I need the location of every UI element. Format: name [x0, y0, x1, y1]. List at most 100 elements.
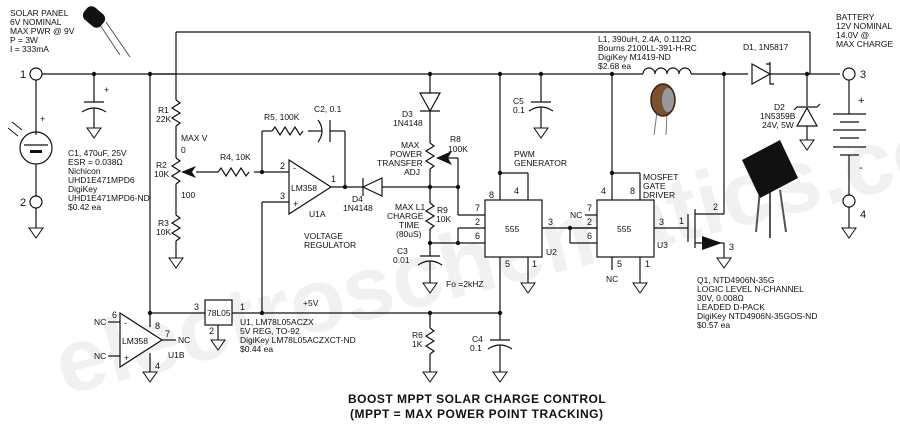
svg-text:REGULATOR: REGULATOR [304, 240, 356, 250]
u1b-part: LM358 [122, 336, 148, 346]
svg-text:ADJ: ADJ [404, 167, 420, 177]
svg-text:$2.68 ea: $2.68 ea [598, 61, 631, 71]
svg-text:1: 1 [331, 174, 336, 184]
svg-text:14.0V @: 14.0V @ [836, 30, 869, 40]
r8-wiper-arrow-icon [436, 151, 452, 165]
c2-plate [317, 119, 323, 143]
svg-text:C1, 470uF, 25V: C1, 470uF, 25V [68, 148, 127, 158]
svg-text:3: 3 [548, 217, 553, 227]
battery-label: BATTERY 12V NOMINAL 14.0V @ MAX CHARGE [836, 12, 893, 49]
terminal-1[interactable] [29, 67, 43, 81]
capacitor-photo-icon [82, 6, 131, 58]
solar-panel-label: SOLAR PANEL 6V NOMINAL MAX PWR @ 9V P = … [10, 8, 75, 54]
svg-text:10K: 10K [436, 214, 451, 224]
u3-555-timer [596, 199, 655, 258]
d1-schottky-diode [751, 62, 772, 86]
q1-mosfet [687, 74, 732, 269]
svg-text:TRANSFER: TRANSFER [377, 158, 423, 168]
svg-text:0.1: 0.1 [513, 105, 525, 115]
terminal-3[interactable] [842, 67, 856, 81]
svg-text:0.1: 0.1 [470, 343, 482, 353]
solar-cell-icon: + [7, 114, 53, 165]
c1-plus-sign: + [104, 85, 109, 95]
svg-text:C4: C4 [472, 334, 483, 344]
svg-text:5V REG, TO-92: 5V REG, TO-92 [240, 326, 300, 336]
toroid-photo-icon [650, 83, 676, 136]
svg-text:CHARGE: CHARGE [387, 211, 424, 221]
terminal-2[interactable] [29, 195, 43, 209]
svg-text:C3: C3 [397, 246, 408, 256]
ground-icon [142, 371, 158, 383]
ground-icon [716, 257, 732, 269]
r8-potentiometer[interactable] [424, 142, 436, 170]
terminal-4[interactable] [842, 194, 856, 208]
rail-5v-label: +5V [303, 298, 319, 308]
svg-text:10K: 10K [154, 169, 169, 179]
svg-text:3: 3 [280, 191, 285, 201]
svg-text:D2: D2 [774, 102, 785, 112]
svg-text:1K: 1K [412, 339, 423, 349]
battery-icon [833, 113, 866, 156]
svg-text:R6: R6 [412, 330, 423, 340]
svg-text:7: 7 [165, 329, 170, 339]
svg-text:30V, 0.008Ω: 30V, 0.008Ω [697, 293, 744, 303]
solar-panel-line: 6V NOMINAL [10, 17, 62, 27]
svg-text:MOSFET: MOSFET [643, 172, 678, 182]
svg-text:7: 7 [475, 203, 480, 213]
ground-icon [86, 127, 102, 139]
svg-text:8: 8 [489, 190, 494, 200]
svg-text:L1, 390uH, 2.4A, 0.112Ω: L1, 390uH, 2.4A, 0.112Ω [598, 34, 691, 44]
u3-ref: U3 [657, 240, 668, 250]
svg-text:Q1, NTD4906N-35G: Q1, NTD4906N-35G [697, 275, 774, 285]
svg-text:PWM: PWM [514, 149, 535, 159]
solar-panel-line: SOLAR PANEL [10, 8, 69, 18]
svg-text:4: 4 [601, 186, 606, 196]
svg-text:8: 8 [155, 321, 160, 331]
r6-resistor [424, 327, 436, 355]
svg-text:$0.57 ea: $0.57 ea [697, 320, 730, 330]
svg-text:GENERATOR: GENERATOR [514, 158, 567, 168]
c2-label: C2, 0.1 [314, 104, 342, 114]
svg-text:24V, 5W: 24V, 5W [762, 120, 794, 130]
svg-text:GATE: GATE [643, 181, 666, 191]
u2-ref: U2 [546, 247, 557, 257]
terminal-1-label: 1 [20, 69, 26, 81]
r1-resistor [170, 99, 182, 127]
ground-icon [841, 227, 857, 239]
svg-text:MAX CHARGE: MAX CHARGE [836, 39, 893, 49]
r9-resistor [424, 202, 436, 230]
d4-diode [361, 177, 383, 197]
svg-text:R1: R1 [158, 105, 169, 115]
r2-max-v-label: MAX V [181, 133, 208, 143]
svg-text:6: 6 [475, 231, 480, 241]
r2-scale-top: 0 [181, 145, 186, 155]
svg-text:1: 1 [645, 259, 650, 269]
ground-icon [422, 371, 438, 383]
svg-text:ESR = 0.038Ω: ESR = 0.038Ω [68, 157, 123, 167]
u1-part: 78L05 [207, 308, 231, 318]
ground-icon [632, 282, 648, 294]
svg-text:100K: 100K [448, 144, 468, 154]
u1a-part: LM358 [291, 183, 317, 193]
svg-text:+: + [40, 114, 45, 124]
svg-text:VOLTAGE: VOLTAGE [304, 231, 343, 241]
battery-minus-sign: - [859, 162, 863, 174]
svg-text:MAX: MAX [401, 140, 420, 150]
svg-text:12V NOMINAL: 12V NOMINAL [836, 21, 892, 31]
r2-potentiometer[interactable] [170, 157, 182, 185]
d2-zener-diode [795, 106, 819, 127]
r5-label: R5, 100K [264, 112, 300, 122]
svg-text:8: 8 [630, 186, 635, 196]
svg-text:NC: NC [94, 317, 106, 327]
svg-text:D4: D4 [352, 194, 363, 204]
svg-text:NC: NC [94, 351, 106, 361]
svg-text:Nichicon: Nichicon [68, 166, 101, 176]
svg-text:+: + [124, 353, 129, 363]
d1-label: D1, 1N5817 [743, 42, 789, 52]
solar-panel-line: P = 3W [10, 35, 38, 45]
ground-icon [168, 257, 184, 269]
dpak-photo-icon [742, 140, 798, 238]
c1-label: C1, 470uF, 25V ESR = 0.038Ω Nichicon UHD… [68, 148, 150, 212]
svg-text:2: 2 [587, 217, 592, 227]
